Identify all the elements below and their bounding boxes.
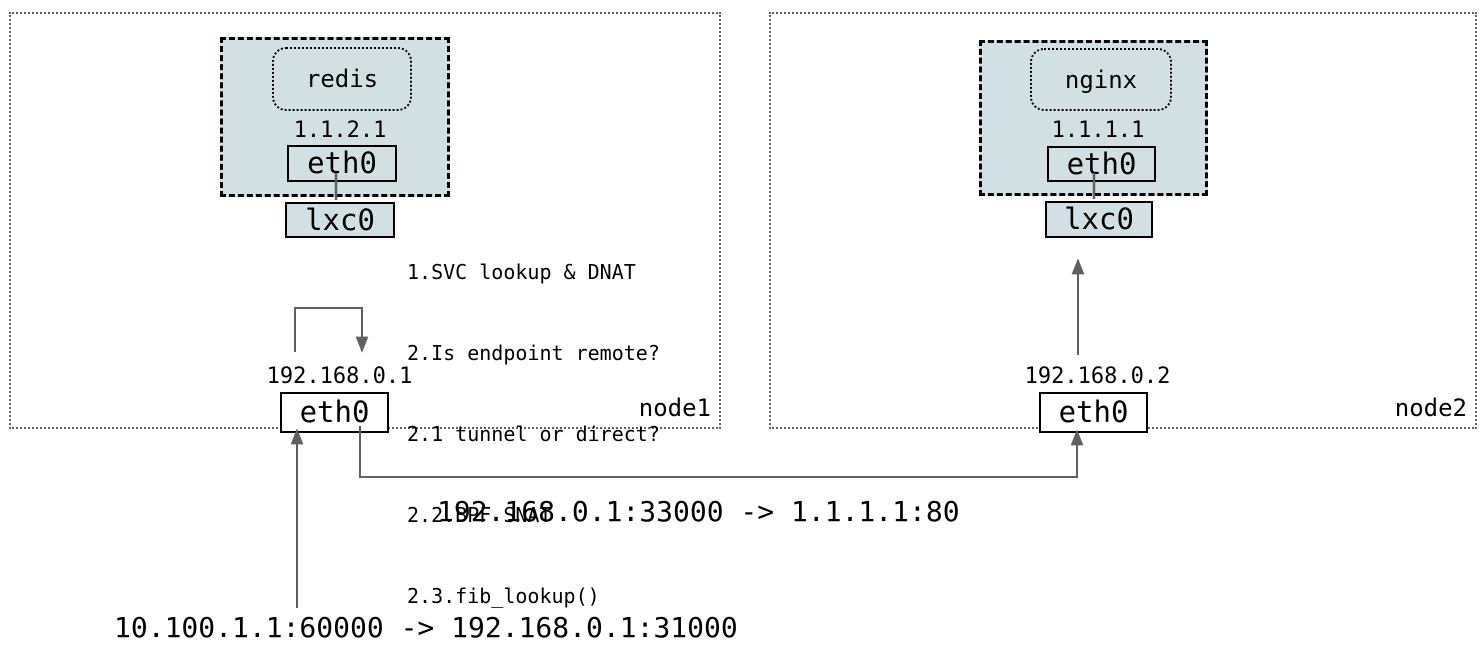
redis-pod-eth0-interface: eth0 (287, 145, 397, 182)
node1-host-eth0-label: eth0 (299, 395, 370, 429)
bpf-steps-list: 1.SVC lookup & DNAT 2.Is endpoint remote… (407, 205, 660, 651)
node2-lxc0-interface: lxc0 (1045, 201, 1153, 238)
node2-lxc0-label: lxc0 (1064, 202, 1134, 236)
node1-boundary: redis 1.1.2.1 eth0 lxc0 1.SVC lookup & D… (9, 12, 721, 608)
node1-label: node1 (638, 394, 711, 422)
node2-host-eth0-interface: eth0 (1039, 392, 1148, 433)
node1-pod: redis 1.1.2.1 eth0 (220, 37, 450, 197)
node1-lxc0-label: lxc0 (305, 202, 375, 237)
bpf-step-4: 2.2.BPF SNAT (407, 503, 552, 527)
internode-flow-label: 192.168.0.1:33000 -> 1.1.1.1:80 (437, 495, 960, 528)
nginx-app-label: nginx (1064, 65, 1138, 94)
bpf-step-3: 2.1 tunnel or direct? (407, 422, 660, 446)
bpf-step-1: 1.SVC lookup & DNAT (407, 260, 636, 284)
nginx-app-box: nginx (1030, 48, 1172, 111)
redis-app-label: redis (305, 65, 379, 93)
redis-app-box: redis (272, 47, 412, 111)
node1-host-eth0-interface: eth0 (280, 392, 389, 433)
node2-pod: nginx 1.1.1.1 eth0 (979, 40, 1208, 196)
node2-host-ip-label: 192.168.0.2 (1024, 364, 1171, 389)
node2-label: node2 (1394, 394, 1467, 422)
nginx-pod-eth0-label: eth0 (1066, 146, 1137, 181)
bpf-step-2: 2.Is endpoint remote? (407, 341, 660, 365)
nginx-pod-ip-label: 1.1.1.1 (1051, 118, 1145, 143)
node1-lxc0-interface: lxc0 (285, 202, 395, 238)
redis-pod-ip-label: 1.1.2.1 (293, 118, 387, 143)
nginx-pod-eth0-interface: eth0 (1047, 146, 1156, 182)
node1-host-ip-label: 192.168.0.1 (266, 364, 413, 389)
redis-pod-eth0-label: eth0 (307, 146, 377, 180)
external-flow-label: 10.100.1.1:60000 -> 192.168.0.1:31000 (114, 611, 738, 644)
node2-boundary: nginx 1.1.1.1 eth0 lxc0 192.168.0.2 eth0… (769, 12, 1477, 433)
bpf-step-5: 2.3.fib_lookup() (407, 584, 600, 608)
node2-host-eth0-label: eth0 (1058, 395, 1129, 429)
